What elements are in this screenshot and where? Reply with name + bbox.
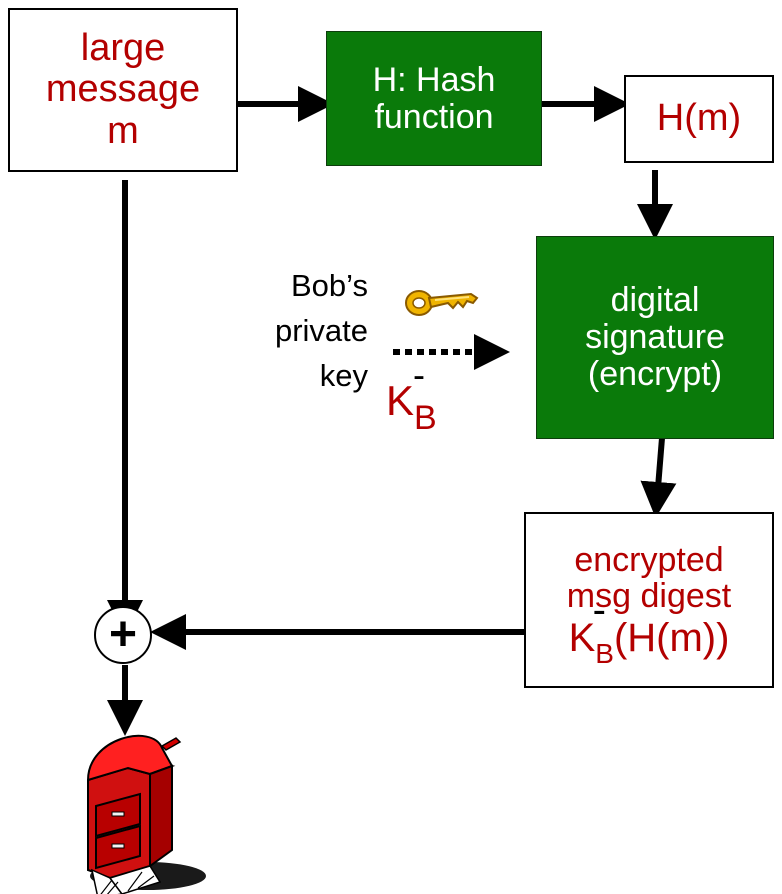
encrypted-digest-formula-main: K — [568, 616, 596, 661]
encrypted-digest-line-2: msg digest — [566, 577, 732, 616]
encrypted-digest-formula-rest: (H(m)) — [613, 616, 730, 661]
private-key-symbol: KB - — [386, 357, 466, 450]
digital-signature-box: digital signature (encrypt) — [536, 236, 774, 439]
encrypted-digest-formula: KB(H(m)) - — [568, 588, 730, 668]
encrypted-digest-formula-sub: B — [595, 638, 614, 670]
digital-signature-line-3: (encrypt) — [587, 354, 723, 393]
encrypted-digest-line-1: encrypted — [574, 540, 724, 579]
encrypted-digest-box: encrypted msg digest KB(H(m)) - — [524, 512, 774, 688]
digital-signature-line-2: signature — [585, 318, 725, 357]
mailbox-icon — [86, 734, 206, 894]
private-key-label-line-2: private — [274, 312, 368, 348]
digital-signature-line-1: digital — [610, 281, 700, 320]
hash-output-text: H(m) — [656, 97, 742, 140]
encrypted-digest-formula-sup: - — [592, 588, 606, 633]
large-message-line-2: message — [45, 68, 201, 111]
large-message-line-1: large — [80, 27, 166, 70]
private-key-symbol-main: K — [386, 377, 415, 424]
arrow-signature-to-digest — [640, 437, 677, 518]
large-message-line-3: m — [107, 109, 139, 152]
private-key-label-line-3: key — [319, 357, 368, 393]
large-message-box: large message m — [8, 8, 238, 172]
private-key-symbol-sup: - — [413, 354, 425, 395]
private-key-label: Bob’s private key — [198, 264, 368, 399]
combine-symbol: + — [108, 608, 138, 661]
combine-operator — [94, 606, 152, 664]
key-icon — [405, 290, 479, 316]
hash-function-line-1: H: Hash — [372, 60, 496, 99]
private-key-symbol-sub: B — [414, 399, 437, 437]
hash-function-line-2: function — [374, 97, 494, 136]
hash-function-box: H: Hash function — [326, 31, 542, 166]
private-key-label-line-1: Bob’s — [291, 268, 368, 303]
hash-output-box: H(m) — [624, 75, 774, 163]
